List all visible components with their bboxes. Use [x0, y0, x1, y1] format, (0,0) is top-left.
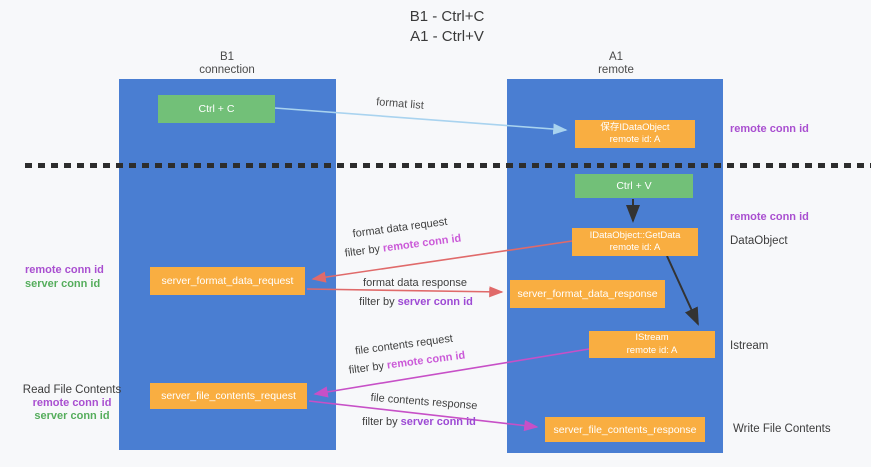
format-data-response-arrow	[306, 286, 504, 298]
filter-server-conn-id-value: server conn id	[397, 296, 473, 308]
istream-side-label: Istream	[730, 340, 769, 352]
save-idataobject-node: 保存IDataObject remote id: A	[575, 120, 695, 148]
filter-remote-conn-id-value: remote conn id	[386, 349, 466, 372]
left-remote-conn-id-label-2: remote conn id	[32, 397, 112, 409]
diagram-title: B1 - Ctrl+C A1 - Ctrl+V	[377, 7, 517, 47]
filter-by-prefix: filter by	[344, 242, 384, 260]
filter-remote-conn-id-value: remote conn id	[382, 232, 462, 255]
dataobject-label: DataObject	[730, 235, 788, 247]
left-server-conn-id-label-1: server conn id	[25, 277, 101, 290]
left-column-name: B1	[219, 51, 235, 63]
left-remote-conn-id-label-1: remote conn id	[25, 264, 104, 276]
server-file-contents-request-node: server_file_contents_request	[150, 383, 307, 409]
save-idataobject-label: 保存IDataObject	[600, 121, 670, 133]
filter-by-server-conn-id-label-2: filter by server conn id	[344, 416, 494, 428]
file-contents-response-label: file contents response	[370, 391, 478, 413]
filter-by-prefix: filter by	[362, 416, 401, 428]
server-file-contents-response-node: server_file_contents_response	[545, 417, 705, 442]
left-column-role: connection	[199, 64, 255, 76]
format-data-response-label: format data response	[363, 277, 467, 289]
istream-node: IStream remote id: A	[589, 331, 715, 358]
read-file-contents-label: Read File Contents	[22, 384, 122, 396]
filter-by-prefix: filter by	[359, 296, 398, 308]
write-file-contents-label: Write File Contents	[733, 423, 831, 435]
format-list-arrow-label: format list	[375, 96, 425, 112]
getdata-remote-id: remote id: A	[609, 242, 661, 253]
right-column-header: A1 remote	[566, 51, 666, 77]
left-conn-id-group: remote conn id server conn id	[25, 264, 104, 291]
title-line-2: A1 - Ctrl+V	[410, 28, 484, 45]
server-format-data-request-node: server_format_data_request	[150, 267, 305, 295]
filter-by-prefix: filter by	[348, 359, 388, 377]
title-line-1: B1 - Ctrl+C	[409, 8, 485, 25]
save-idataobject-remote-id: remote id: A	[609, 134, 661, 145]
session-boundary-dashed-line	[25, 163, 871, 168]
right-column-name: A1	[608, 51, 624, 63]
server-format-data-response-node: server_format_data_response	[510, 280, 665, 308]
filter-server-conn-id-value: server conn id	[400, 416, 476, 428]
istream-remote-id: remote id: A	[626, 344, 678, 356]
read-file-contents-group: Read File Contents remote conn id server…	[21, 384, 123, 422]
ctrl-c-node: Ctrl + C	[158, 95, 275, 123]
left-server-conn-id-label-2: server conn id	[34, 409, 110, 422]
right-remote-conn-id-label-2: remote conn id	[730, 211, 809, 223]
istream-label: IStream	[635, 332, 669, 343]
ctrl-v-node: Ctrl + V	[575, 174, 693, 198]
filter-by-server-conn-id-label-1: filter by server conn id	[341, 296, 491, 308]
getdata-label: IDataObject::GetData	[589, 229, 681, 241]
left-column-header: B1 connection	[177, 51, 277, 77]
idataobject-getdata-node: IDataObject::GetData remote id: A	[572, 228, 698, 256]
right-remote-conn-id-label-1: remote conn id	[730, 123, 809, 135]
right-column-role: remote	[598, 64, 634, 76]
